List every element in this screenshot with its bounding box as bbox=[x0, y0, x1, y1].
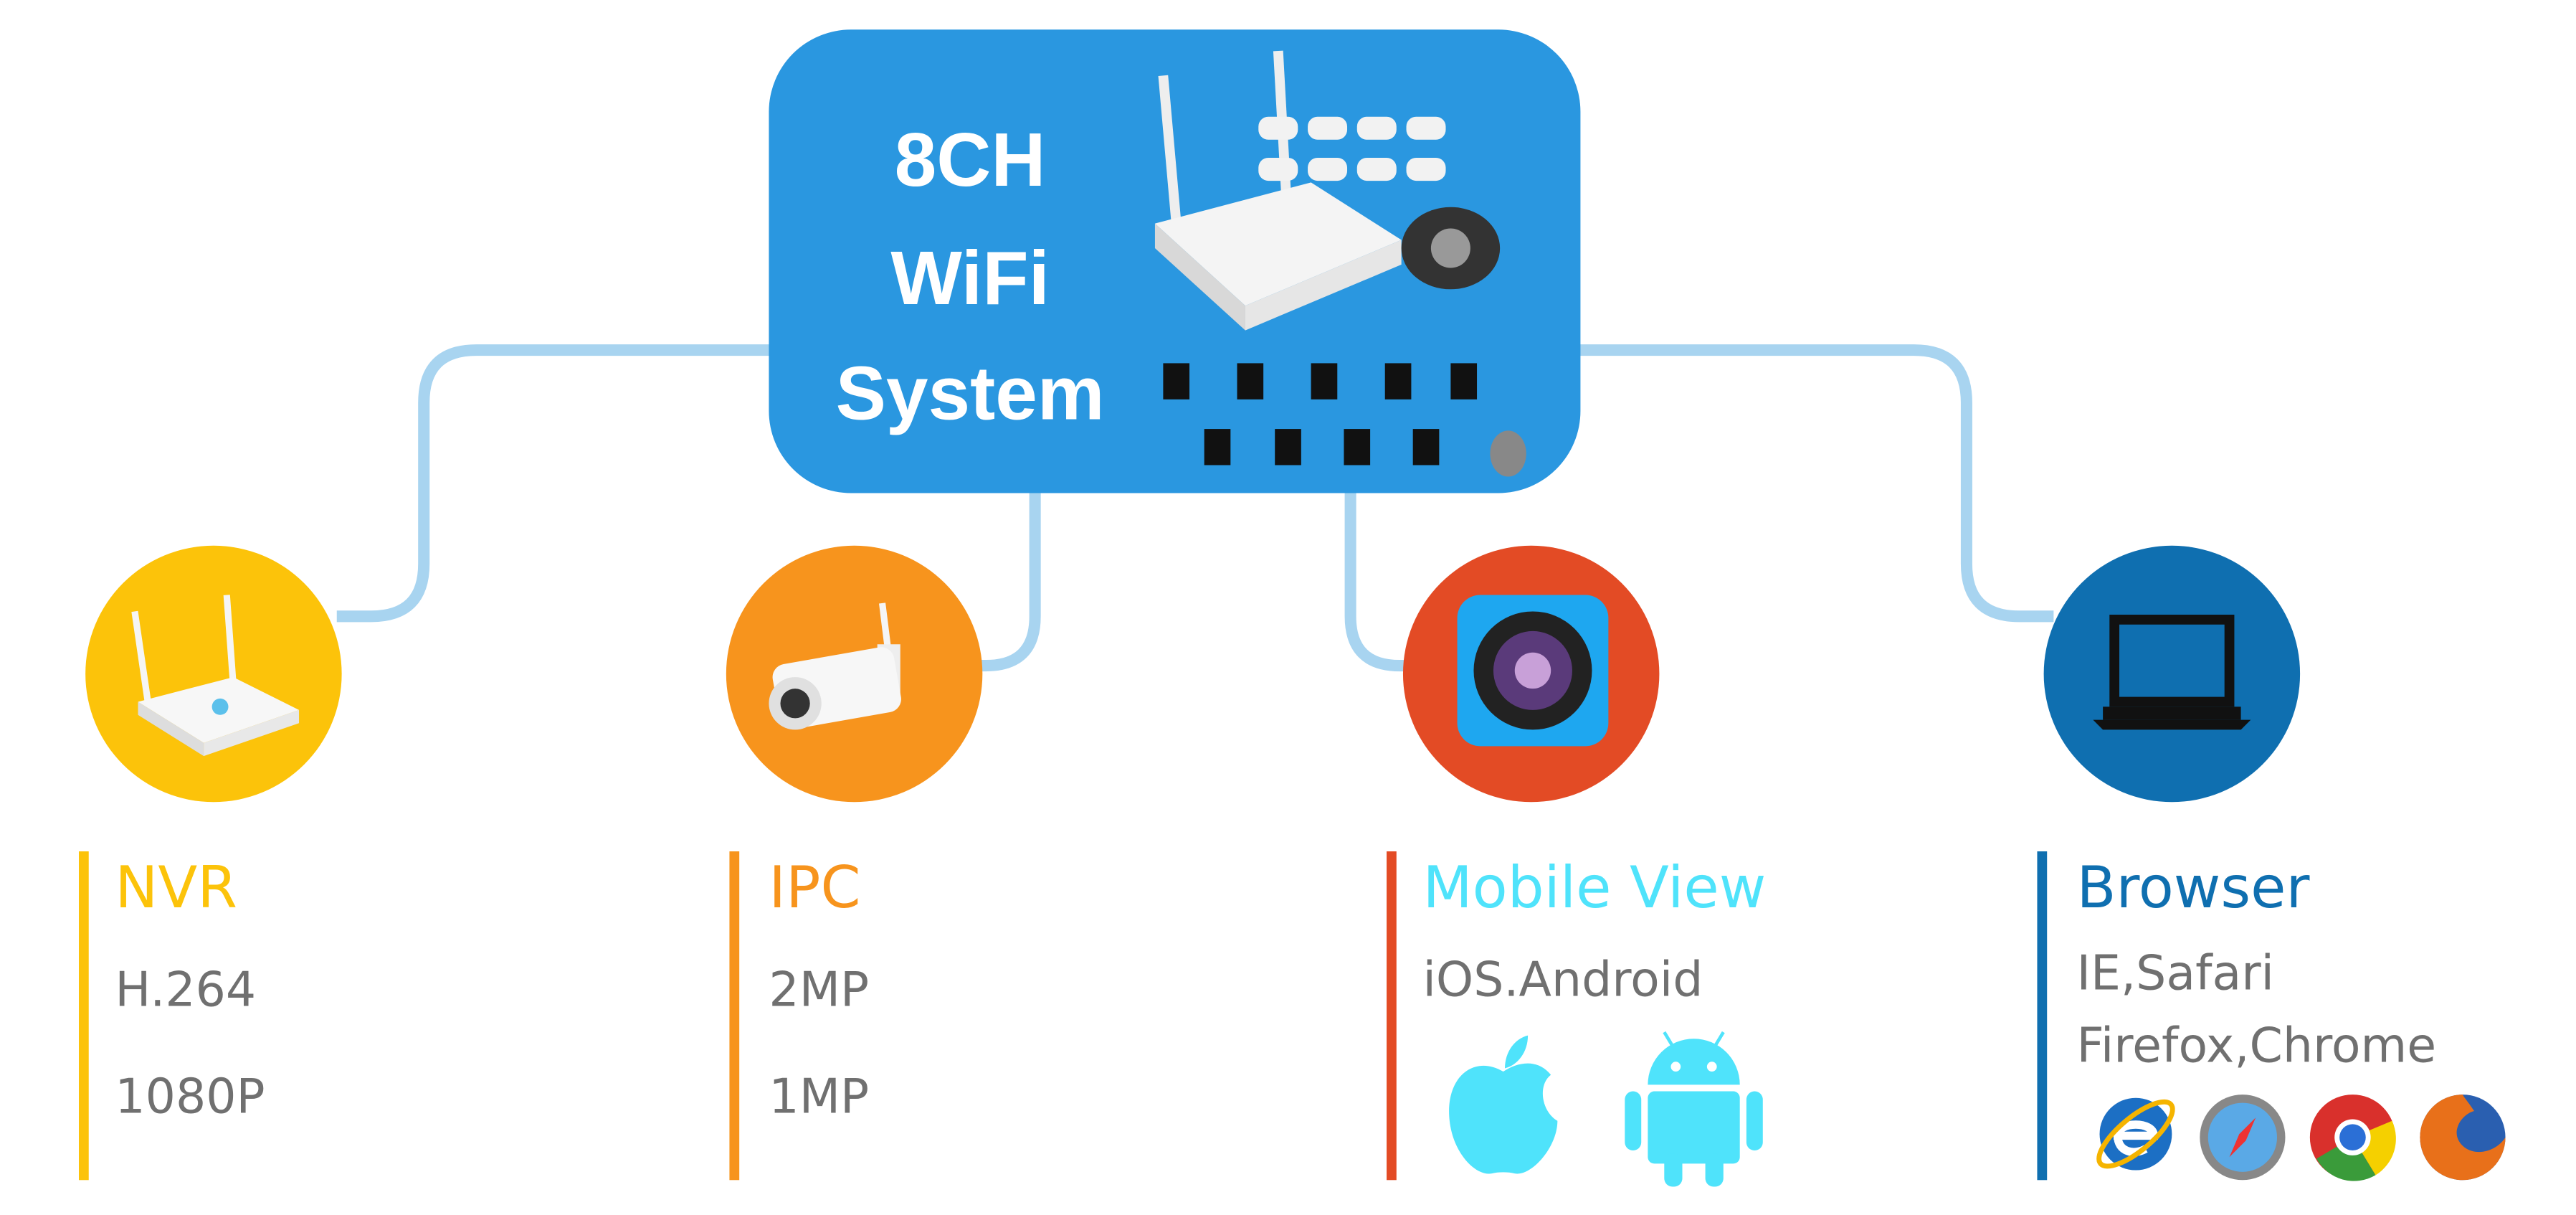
nvr-spec: 1080P bbox=[115, 1068, 265, 1125]
nvr-bar bbox=[78, 851, 89, 1181]
connector-mobile bbox=[1344, 489, 1410, 672]
connector-browser bbox=[1577, 344, 2054, 623]
nvr-icon bbox=[131, 595, 300, 757]
mobile-title: Mobile View bbox=[1422, 856, 1767, 922]
ipc-spec: 1MP bbox=[769, 1068, 870, 1125]
laptop-icon bbox=[2093, 615, 2251, 730]
browser-spec: IE,Safari bbox=[2076, 945, 2274, 1001]
hub-title-line: 8CH bbox=[894, 116, 1046, 202]
kit-products-icon bbox=[1154, 50, 1526, 477]
ipc-title: IPC bbox=[769, 856, 861, 922]
mobile-spec: iOS.Android bbox=[1422, 951, 1703, 1008]
chrome-icon bbox=[2309, 1095, 2396, 1181]
safari-icon bbox=[2200, 1095, 2286, 1181]
camera-app-icon bbox=[1457, 595, 1609, 747]
ie-icon bbox=[2096, 1097, 2175, 1171]
browser-logos bbox=[2096, 1095, 2506, 1181]
ipc-circle bbox=[726, 545, 983, 803]
hub-title-line: WiFi bbox=[890, 235, 1050, 321]
browser-spec: Firefox,Chrome bbox=[2076, 1017, 2437, 1074]
nvr-circle bbox=[85, 545, 342, 803]
hub-box: 8CH WiFi System bbox=[769, 29, 1581, 493]
mobile-bar bbox=[1387, 851, 1397, 1181]
browser-title: Browser bbox=[2076, 856, 2310, 922]
firefox-icon bbox=[2420, 1095, 2506, 1181]
android-icon bbox=[1625, 1031, 1763, 1187]
browser-circle bbox=[2043, 545, 2301, 803]
nvr-title: NVR bbox=[115, 856, 238, 922]
mobile-circle bbox=[1402, 545, 1660, 803]
connector-nvr bbox=[336, 344, 773, 623]
nvr-spec: H.264 bbox=[115, 961, 257, 1018]
connector-ipc bbox=[977, 489, 1041, 672]
ipc-spec: 2MP bbox=[769, 961, 870, 1018]
apple-icon bbox=[1449, 1035, 1558, 1174]
hub-title-line: System bbox=[835, 350, 1105, 436]
ipc-bar bbox=[729, 851, 740, 1181]
browser-bar bbox=[2037, 851, 2048, 1181]
camera-icon bbox=[769, 602, 901, 730]
